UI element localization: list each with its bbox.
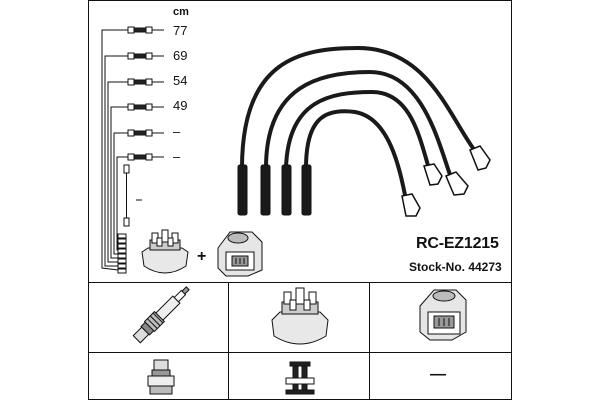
ignition-cable-1 (240, 45, 480, 170)
no-terminal-dash: — (430, 366, 446, 383)
cable-angle-boot (445, 171, 469, 196)
ignition-coil-icon (217, 231, 263, 277)
cable-length-6: – (173, 149, 181, 164)
cable-boot (260, 164, 271, 216)
coil-lead-icon (123, 164, 142, 227)
ignition-cable-3 (284, 89, 432, 174)
cable-length-4: 49 (173, 98, 188, 113)
cable-length-1: 77 (173, 23, 188, 38)
cable-angle-boot (401, 193, 421, 217)
ignition-cables (240, 45, 480, 202)
length-unit-label: cm (173, 6, 189, 18)
ignition-coil-large-icon (419, 289, 467, 341)
cable-length-5: – (173, 124, 181, 139)
spark-plug-icon (132, 286, 190, 344)
cable-angle-boots (401, 145, 491, 217)
cable-connector (127, 153, 164, 161)
cable-boot (237, 164, 248, 216)
cable-length-3: 54 (173, 73, 188, 88)
cable-connector-row (127, 26, 164, 161)
terminal-stack (117, 233, 127, 274)
cable-boot (301, 164, 312, 216)
cable-connector (127, 26, 164, 34)
plus-sign: + (197, 248, 207, 265)
cable-connector (127, 52, 164, 60)
ignition-cable-2 (264, 69, 454, 182)
cable-length-legend (101, 29, 128, 271)
product-reference: RC-EZ1215 (416, 235, 499, 252)
cable-angle-boot (423, 163, 443, 186)
cable-boot (281, 164, 292, 216)
cable-boots (237, 164, 312, 216)
cap-terminal-icon (285, 361, 315, 395)
stock-number: Stock-No. 44273 (409, 260, 502, 274)
ignition-cable-4 (304, 109, 408, 202)
cable-connector (127, 103, 164, 111)
plug-terminal-icon (147, 359, 175, 395)
distributor-cap-large-icon (271, 287, 329, 345)
cable-angle-boot (469, 145, 491, 171)
distributor-cap-icon (141, 229, 189, 274)
cable-connector (127, 78, 164, 86)
cable-length-2: 69 (173, 48, 188, 63)
cable-connector (127, 129, 164, 137)
